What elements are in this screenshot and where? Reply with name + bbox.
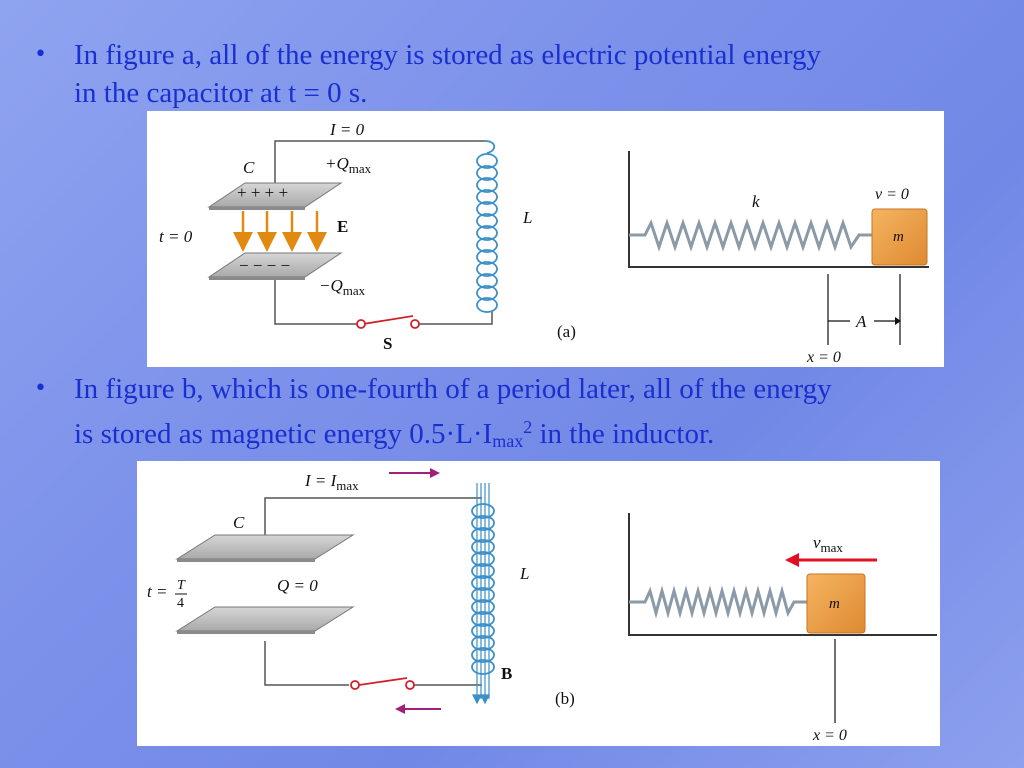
- current-label: I = Imax: [304, 471, 359, 493]
- velocity-label: vmax: [813, 533, 843, 555]
- capacitor-label: C: [243, 158, 255, 177]
- wire: [274, 140, 485, 199]
- inductor-label: L: [519, 564, 529, 583]
- x-zero-label: x = 0: [806, 349, 841, 366]
- minus-signs: − − − −: [239, 256, 290, 275]
- bullet-b-line1: In figure b, which is one-fourth of a pe…: [74, 373, 832, 405]
- time-label: t = 0: [159, 227, 193, 246]
- minus-q-label: −Qmax: [319, 276, 366, 298]
- figure-a-diagram: I = 0 C +Qmax + + + + − − − − −Qmax t = …: [159, 120, 929, 366]
- field-label: B: [501, 664, 512, 683]
- figure-b: I = Imax C Q = 0 t = T 4 L B (b) m vmax …: [137, 461, 940, 746]
- capacitor-plate-bottom: [175, 606, 355, 632]
- electric-field-arrows: [233, 211, 327, 252]
- figure-b-diagram: I = Imax C Q = 0 t = T 4 L B (b) m vmax …: [147, 468, 937, 744]
- inductor-coil: [476, 140, 498, 313]
- switch: [356, 315, 420, 329]
- spring: [629, 218, 872, 252]
- velocity-arrow: [785, 553, 877, 567]
- figure-a: I = 0 C +Qmax + + + + − − − − −Qmax t = …: [147, 111, 944, 367]
- bullet-a-text: In figure a, all of the energy is stored…: [74, 36, 821, 112]
- switch: [350, 677, 415, 690]
- current-arrow-bottom: [395, 704, 441, 714]
- spring-constant-label: k: [752, 192, 760, 211]
- time-denominator: 4: [177, 596, 184, 611]
- mass-label: m: [829, 596, 840, 612]
- field-label: E: [337, 217, 348, 236]
- spring: [629, 585, 807, 619]
- x-zero-label: x = 0: [812, 727, 847, 744]
- inductor-coil: [471, 503, 495, 675]
- wire: [419, 311, 493, 325]
- switch-label: S: [383, 334, 392, 353]
- current-label: I = 0: [329, 120, 365, 139]
- wall: [628, 513, 937, 636]
- bullet-dot: •: [34, 376, 47, 401]
- plus-q-label: +Qmax: [325, 154, 372, 176]
- capacitor-label: C: [233, 513, 245, 532]
- bullet-b-text: In figure b, which is one-fourth of a pe…: [74, 370, 832, 460]
- bullet-b-line2-sub: max: [492, 431, 524, 451]
- caption-a: (a): [557, 322, 576, 341]
- bullet-dot: •: [34, 42, 47, 67]
- plus-signs: + + + +: [237, 183, 288, 202]
- time-numerator: T: [177, 578, 186, 593]
- amplitude-label: A: [855, 312, 867, 331]
- charge-label: Q = 0: [277, 576, 318, 595]
- caption-b: (b): [555, 689, 575, 708]
- capacitor-plate-top: [175, 534, 355, 560]
- bullet-a-line1: In figure a, all of the energy is stored…: [74, 39, 822, 71]
- mass-block: [806, 573, 866, 634]
- wire: [264, 641, 349, 686]
- magnetic-field-lines: [472, 483, 490, 705]
- wire: [264, 497, 482, 549]
- inductor-label: L: [522, 208, 532, 227]
- bullet-a-line2: in the capacitor at t = 0 s.: [74, 77, 368, 109]
- current-arrow-top: [389, 468, 440, 478]
- bullet-b-line2-post: in the inductor.: [532, 418, 715, 450]
- bullet-b-line2-sup: 2: [523, 417, 533, 437]
- wire: [274, 261, 357, 325]
- time-label: t =: [147, 582, 167, 601]
- mass-label: m: [893, 229, 904, 245]
- mass-block: [871, 208, 928, 266]
- bullet-b-line2-pre: is stored as magnetic energy 0.5·L·I: [74, 418, 493, 450]
- velocity-label: v = 0: [875, 186, 909, 203]
